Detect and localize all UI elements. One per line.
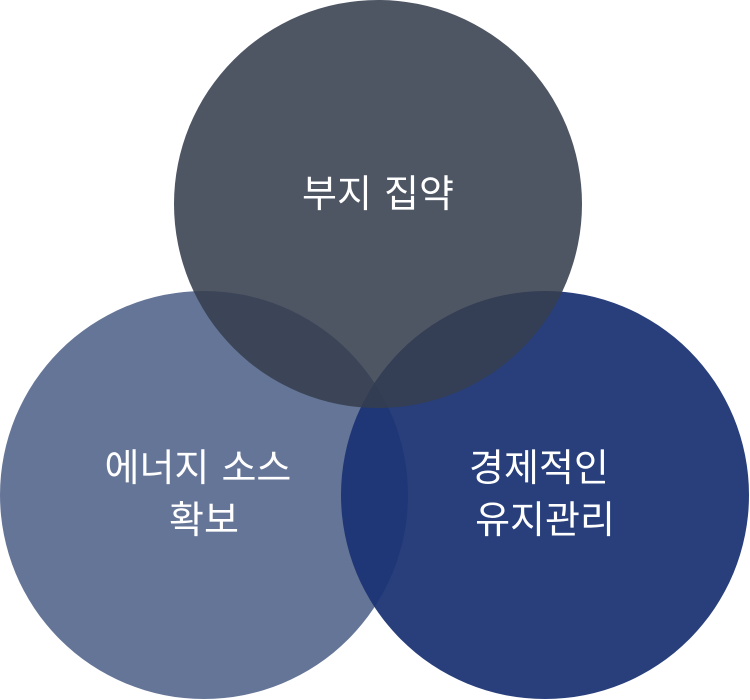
label-energy-source-line-1: 에너지 소스 [105, 446, 292, 490]
label-economic-maintenance: 경제적인 유지관리 [469, 446, 621, 542]
label-economic-maintenance-line-2: 유지관리 [475, 498, 615, 542]
label-energy-source-line-2: 확보 [169, 498, 239, 542]
circle-site-intensive [174, 0, 582, 408]
label-economic-maintenance-line-1: 경제적인 [469, 446, 609, 490]
label-site-intensive-line-1: 부지 집약 [302, 172, 454, 216]
label-energy-source: 에너지 소스 확보 [105, 446, 304, 542]
label-site-intensive: 부지 집약 [302, 172, 454, 216]
